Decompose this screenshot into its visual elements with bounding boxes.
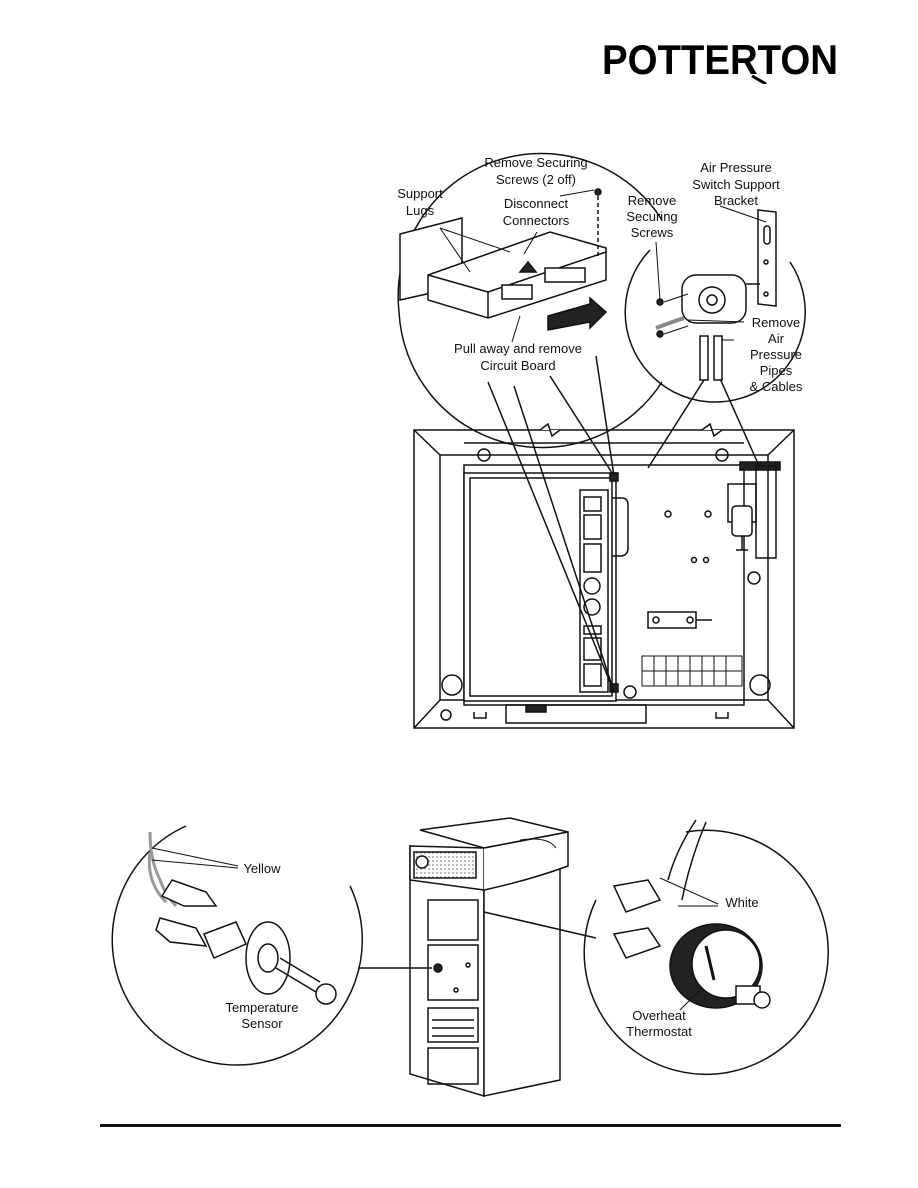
pipes-label-2: Air [768, 331, 785, 346]
support-lugs-label-2: Lugs [406, 203, 435, 218]
support-lugs-label-1: Support [397, 186, 443, 201]
pull-away-label-1: Pull away and remove [454, 341, 582, 356]
yellow-wire-label: Yellow [243, 861, 281, 876]
overheat-label-1: Overheat [632, 1008, 686, 1023]
screws-label-1: Remove [628, 193, 676, 208]
air-pressure-switch-callout [624, 205, 806, 469]
logo-text: POTTERTON [602, 38, 838, 83]
bracket-label-2: Switch Support [692, 177, 780, 192]
temp-sensor-label-2: Sensor [241, 1016, 283, 1031]
potterton-logo: POTTERTON [602, 38, 838, 84]
pipes-label-1: Remove [752, 315, 800, 330]
remove-screws-label-1: Remove Securing [484, 155, 587, 170]
boiler-cabinet [409, 817, 569, 1098]
pull-away-label-2: Circuit Board [480, 358, 555, 373]
screws-label-3: Screws [631, 225, 674, 240]
temperature-sensor-callout [111, 825, 432, 1066]
disconnect-label-1: Disconnect [504, 196, 569, 211]
bracket-label-1: Air Pressure [700, 160, 772, 175]
boiler-control-panel [413, 422, 795, 729]
footer-rule [100, 1124, 841, 1127]
temp-sensor-label-1: Temperature [226, 1000, 299, 1015]
bracket-label-3: Bracket [714, 193, 758, 208]
pipes-label-4: Pipes [760, 363, 793, 378]
disconnect-label-2: Connectors [503, 213, 570, 228]
screws-label-2: Securing [626, 209, 677, 224]
circuit-board-callout [397, 152, 663, 693]
white-wire-label: White [725, 895, 758, 910]
pipes-label-3: Pressure [750, 347, 802, 362]
pipes-label-5: & Cables [750, 379, 803, 394]
overheat-thermostat-callout [483, 819, 829, 1076]
overheat-label-2: Thermostat [626, 1024, 692, 1039]
remove-screws-label-2: Screws (2 off) [496, 172, 576, 187]
